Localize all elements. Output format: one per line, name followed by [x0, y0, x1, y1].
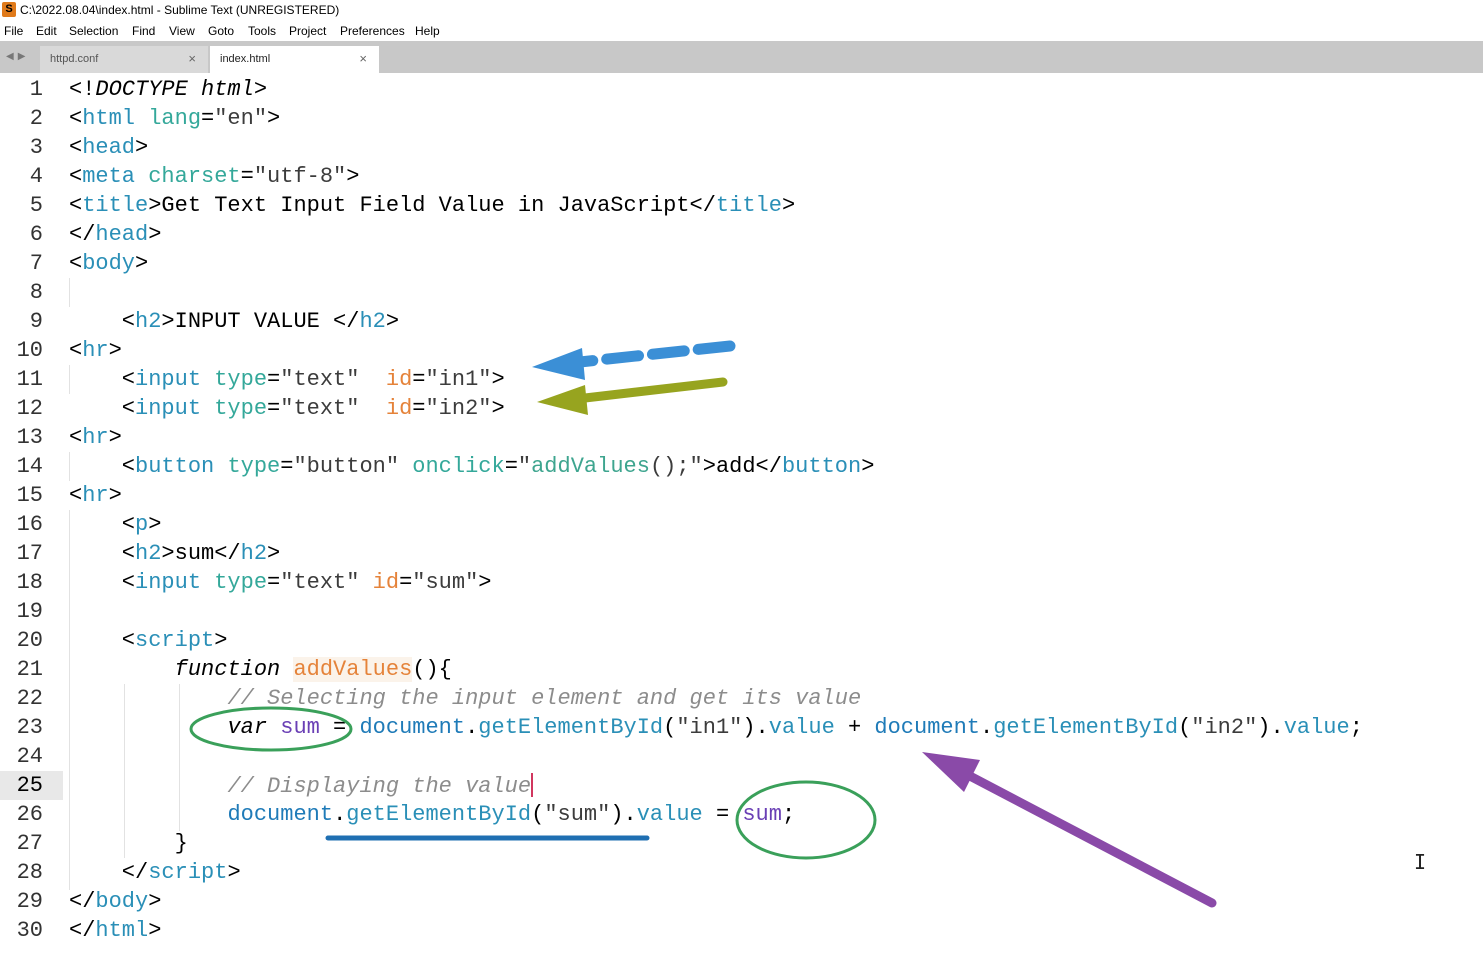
- current-line-highlight: [0, 771, 63, 800]
- line-number: 21: [16, 657, 43, 682]
- code-line-6: </head>: [69, 222, 162, 247]
- line-number: 26: [16, 802, 43, 827]
- menu-find[interactable]: Find: [132, 24, 156, 38]
- line-number: 15: [16, 483, 43, 508]
- i-beam-cursor-icon: I: [1414, 850, 1427, 874]
- code-line-22: // Selecting the input element and get i…: [227, 686, 862, 711]
- indent-guide: [179, 684, 180, 831]
- menu-file[interactable]: File: [4, 24, 24, 38]
- sublime-text-icon: S: [2, 2, 16, 17]
- menu-selection[interactable]: Selection: [69, 24, 119, 38]
- line-number: 10: [16, 338, 43, 363]
- code-line-7: <body>: [69, 251, 149, 276]
- window-title: C:\2022.08.04\index.html - Sublime Text …: [20, 3, 340, 17]
- line-number: 16: [16, 512, 43, 537]
- menu-bar: File Edit Selection Find View Goto Tools…: [0, 20, 1483, 41]
- indent-guide: [69, 365, 70, 394]
- code-line-30: </html>: [69, 918, 162, 943]
- tab-label: index.html: [220, 53, 271, 65]
- code-line-21: function addValues(){: [174, 657, 452, 682]
- line-number: 29: [16, 889, 43, 914]
- code-line-28: </script>: [69, 860, 241, 885]
- tab-httpd-conf[interactable]: httpd.conf ×: [40, 46, 208, 73]
- indent-guide: [124, 684, 125, 858]
- line-number: 13: [16, 425, 43, 450]
- indent-guide: [69, 510, 70, 890]
- line-number: 27: [16, 831, 43, 856]
- line-number: 5: [29, 193, 43, 218]
- indent-guide: [69, 452, 70, 481]
- line-number: 14: [16, 454, 43, 479]
- line-number: 18: [16, 570, 43, 595]
- code-line-20: <script>: [69, 628, 228, 653]
- tab-nav-arrows-icon[interactable]: ◀▶: [6, 51, 30, 62]
- code-line-17: <h2>sum</h2>: [69, 541, 281, 566]
- code-line-3: <head>: [69, 135, 149, 160]
- code-line-11: <input type="text" id="in1">: [69, 367, 505, 392]
- close-icon[interactable]: ×: [188, 51, 196, 66]
- line-number: 12: [16, 396, 43, 421]
- line-number: 11: [16, 367, 43, 392]
- code-line-2: <html lang="en">: [69, 106, 281, 131]
- menu-help[interactable]: Help: [415, 24, 440, 38]
- code-line-16: <p>: [69, 512, 162, 537]
- line-number: 3: [29, 135, 43, 160]
- line-number: 7: [29, 251, 43, 276]
- text-caret: [531, 773, 534, 797]
- indent-guide: [69, 278, 70, 307]
- line-number: 2: [29, 106, 43, 131]
- close-icon[interactable]: ×: [359, 51, 367, 66]
- code-line-26: document.getElementById("sum").value = s…: [227, 802, 796, 827]
- menu-edit[interactable]: Edit: [36, 24, 57, 38]
- line-number: 25: [16, 773, 43, 798]
- code-line-29: </body>: [69, 889, 162, 914]
- code-line-5: <title>Get Text Input Field Value in Jav…: [69, 193, 796, 218]
- title-bar: S C:\2022.08.04\index.html - Sublime Tex…: [0, 0, 1483, 20]
- line-number: 17: [16, 541, 43, 566]
- code-line-9: <h2>INPUT VALUE </h2>: [69, 309, 400, 334]
- code-line-12: <input type="text" id="in2">: [69, 396, 505, 421]
- menu-preferences[interactable]: Preferences: [340, 24, 405, 38]
- code-line-14: <button type="button" onclick="addValues…: [69, 454, 875, 479]
- menu-tools[interactable]: Tools: [248, 24, 277, 38]
- line-number: 28: [16, 860, 43, 885]
- code-line-10: <hr>: [69, 338, 122, 363]
- line-number: 9: [29, 309, 43, 334]
- code-line-4: <meta charset="utf-8">: [69, 164, 360, 189]
- line-number: 30: [16, 918, 43, 943]
- line-number: 4: [29, 164, 43, 189]
- line-number: 22: [16, 686, 43, 711]
- tab-label: httpd.conf: [50, 53, 99, 65]
- menu-project[interactable]: Project: [289, 24, 327, 38]
- line-number: 19: [16, 599, 43, 624]
- line-number: 24: [16, 744, 43, 769]
- tab-bar: ◀▶ httpd.conf × index.html ×: [0, 41, 1483, 73]
- line-number: 1: [29, 77, 43, 102]
- code-line-25: // Displaying the value: [227, 773, 534, 799]
- code-line-1: <!DOCTYPE html>: [69, 77, 268, 102]
- line-number: 20: [16, 628, 43, 653]
- code-line-23: var sum = document.getElementById("in1")…: [227, 715, 1363, 740]
- menu-view[interactable]: View: [169, 24, 195, 38]
- code-line-27: }: [69, 831, 188, 856]
- menu-goto[interactable]: Goto: [208, 24, 235, 38]
- line-number: 23: [16, 715, 43, 740]
- tab-index-html[interactable]: index.html ×: [210, 46, 379, 73]
- code-line-15: <hr>: [69, 483, 122, 508]
- code-line-13: <hr>: [69, 425, 122, 450]
- line-number: 6: [29, 222, 43, 247]
- line-number: 8: [29, 280, 43, 305]
- code-line-18: <input type="text" id="sum">: [69, 570, 492, 595]
